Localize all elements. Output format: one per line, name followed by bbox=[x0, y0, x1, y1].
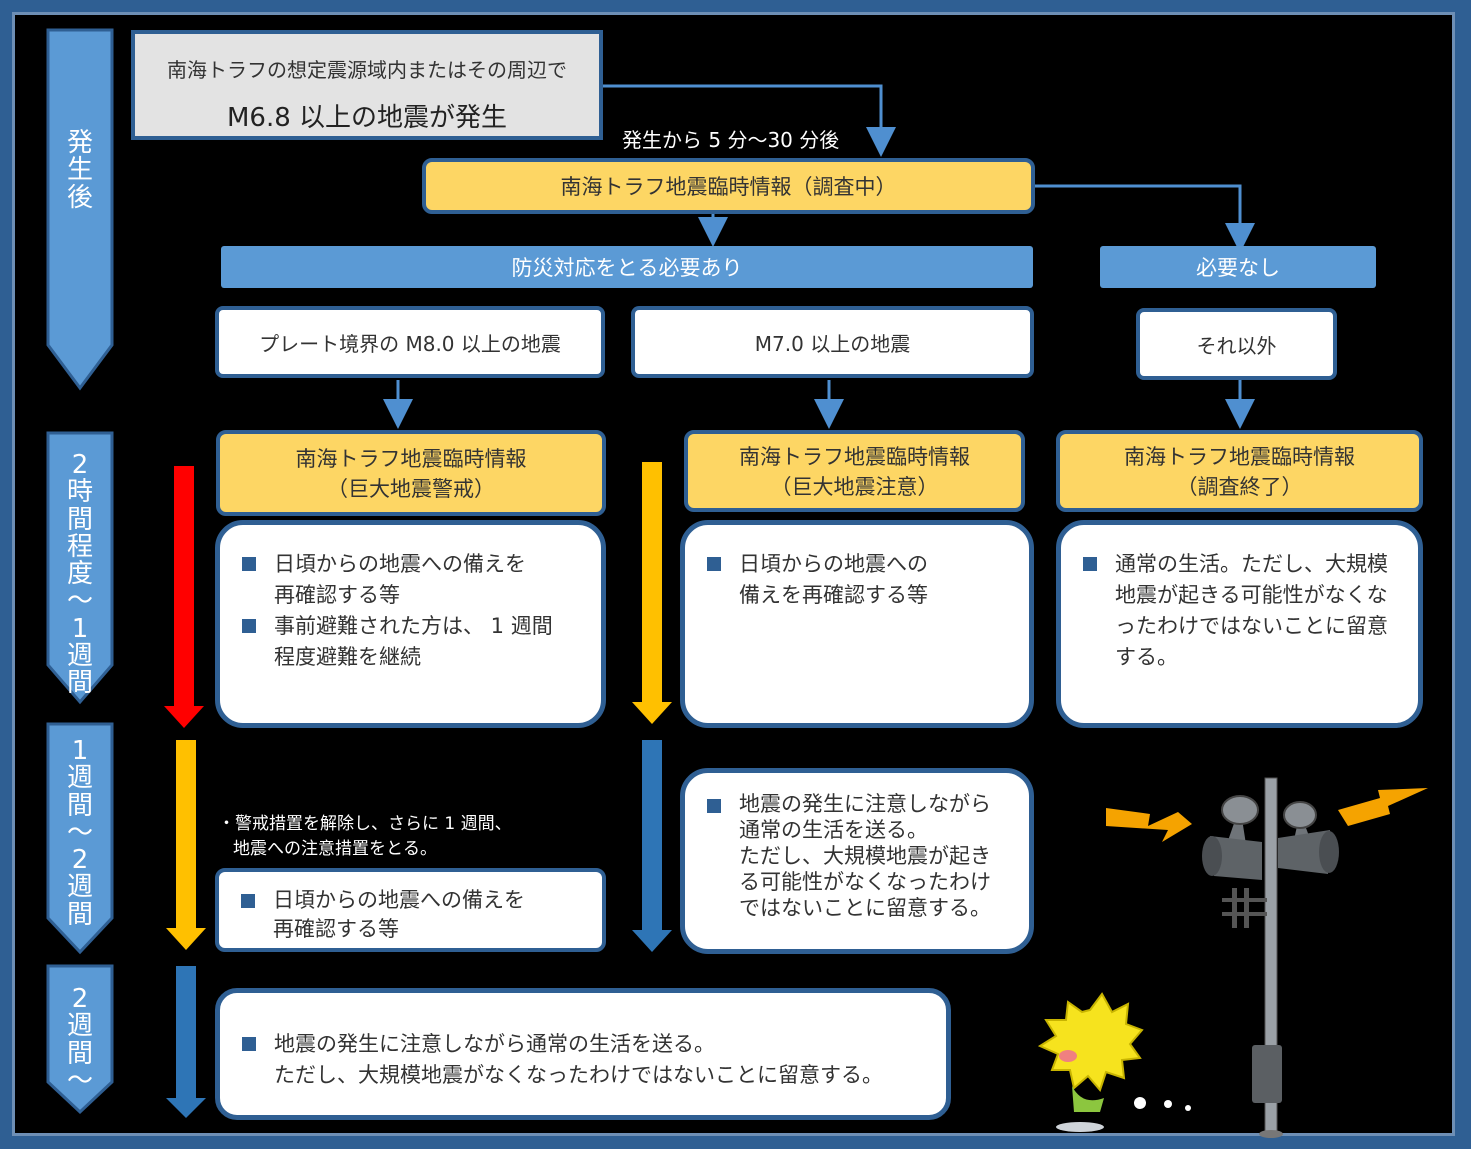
timeline-arrow-blue-2 bbox=[166, 966, 206, 1118]
source-line-2: M6.8 以上の地震が発生 bbox=[226, 103, 508, 133]
connector-info-to-notneeded bbox=[1035, 184, 1255, 253]
info-investigating-box: 南海トラフ地震臨時情報（調査中） bbox=[422, 158, 1035, 214]
phase-chevron-1 bbox=[46, 28, 114, 391]
timeline-arrow-red bbox=[164, 466, 204, 728]
timeline-arrow-blue-1 bbox=[632, 740, 672, 952]
condition-other-box: それ以外 bbox=[1136, 308, 1337, 380]
info-investigating-text: 南海トラフ地震臨時情報（調査中） bbox=[560, 175, 897, 199]
info-advisory-box: 南海トラフ地震臨時情報 （巨大地震注意） bbox=[684, 430, 1025, 512]
phase-label-after-occurrence: 発生後 bbox=[66, 128, 93, 213]
info-advisory-line-1: 南海トラフ地震臨時情報 bbox=[739, 445, 970, 469]
condition-m7-text: M7.0 以上の地震 bbox=[754, 331, 911, 356]
panel-warning-phase3: 日頃からの地震への備えを再確認する等 bbox=[215, 868, 606, 952]
list-item: 日頃からの地震への備えを再確認する等 bbox=[242, 549, 581, 611]
lion-mascot-icon bbox=[1037, 992, 1191, 1132]
branch-response-needed: 防災対応をとる必要あり bbox=[221, 246, 1033, 288]
timeline-arrow-orange-2 bbox=[166, 740, 206, 950]
branch-not-needed: 必要なし bbox=[1100, 246, 1376, 288]
list-item: 通常の生活。ただし、大規模地震が起きる可能性がなくなったわけではないことに留意す… bbox=[1083, 549, 1404, 673]
timing-label: 発生から 5 分〜30 分後 bbox=[622, 128, 840, 152]
source-event-box: 南海トラフの想定震源域内またはその周辺で M6.8 以上の地震が発生 bbox=[131, 30, 603, 140]
info-ended-line-1: 南海トラフ地震臨時情報 bbox=[1124, 445, 1355, 469]
condition-plate-box: プレート境界の M8.0 以上の地震 bbox=[215, 306, 605, 378]
condition-plate-text: プレート境界の M8.0 以上の地震 bbox=[259, 331, 561, 356]
info-warning-line-2: （巨大地震警戒） bbox=[327, 477, 495, 501]
condition-other-text: それ以外 bbox=[1196, 333, 1277, 358]
list-item: 事前避難された方は、 1 週間程度避難を継続 bbox=[242, 611, 581, 673]
phase-chevron-4 bbox=[46, 964, 114, 1115]
phase-chevron-3 bbox=[46, 722, 114, 955]
phase-chevron-2 bbox=[46, 431, 114, 705]
panel-ended-actions: 通常の生活。ただし、大規模地震が起きる可能性がなくなったわけではないことに留意す… bbox=[1056, 520, 1423, 728]
info-ended-box: 南海トラフ地震臨時情報 （調査終了） bbox=[1056, 430, 1423, 512]
info-ended-line-2: （調査終了） bbox=[1176, 475, 1303, 499]
timeline-arrow-orange-1 bbox=[632, 462, 672, 724]
source-line-1: 南海トラフの想定震源域内またはその周辺で bbox=[167, 58, 567, 82]
panel-advisory-actions: 日頃からの地震への備えを再確認する等 bbox=[680, 520, 1034, 728]
lightning-icon bbox=[1338, 788, 1428, 826]
panel-warning-actions: 日頃からの地震への備えを再確認する等 事前避難された方は、 1 週間程度避難を継… bbox=[215, 520, 606, 728]
connector-source-to-info bbox=[603, 84, 896, 157]
info-warning-box: 南海トラフ地震臨時情報 （巨大地震警戒） bbox=[216, 430, 606, 516]
list-item: 日頃からの地震への備えを再確認する等 bbox=[241, 886, 582, 944]
list-item: 地震の発生に注意しながら通常の生活を送る。ただし、大規模地震が起きる可能性がなく… bbox=[707, 791, 1013, 921]
panel-advisory-phase3: 地震の発生に注意しながら通常の生活を送る。ただし、大規模地震が起きる可能性がなく… bbox=[680, 768, 1034, 954]
info-advisory-line-2: （巨大地震注意） bbox=[770, 475, 939, 499]
info-warning-line-1: 南海トラフ地震臨時情報 bbox=[295, 447, 527, 471]
siren-pole-icon bbox=[1202, 777, 1339, 1138]
lightning-icon bbox=[1106, 808, 1192, 842]
panel-phase4: 地震の発生に注意しながら通常の生活を送る。ただし、大規模地震がなくなったわけでは… bbox=[215, 988, 951, 1120]
phase3-note: ・警戒措置を解除し、さらに 1 週間、 地震への注意措置をとる。 bbox=[218, 814, 512, 859]
condition-m7-box: M7.0 以上の地震 bbox=[631, 306, 1034, 378]
list-item: 日頃からの地震への備えを再確認する等 bbox=[707, 549, 1009, 611]
list-item: 地震の発生に注意しながら通常の生活を送る。ただし、大規模地震がなくなったわけでは… bbox=[242, 1029, 926, 1091]
